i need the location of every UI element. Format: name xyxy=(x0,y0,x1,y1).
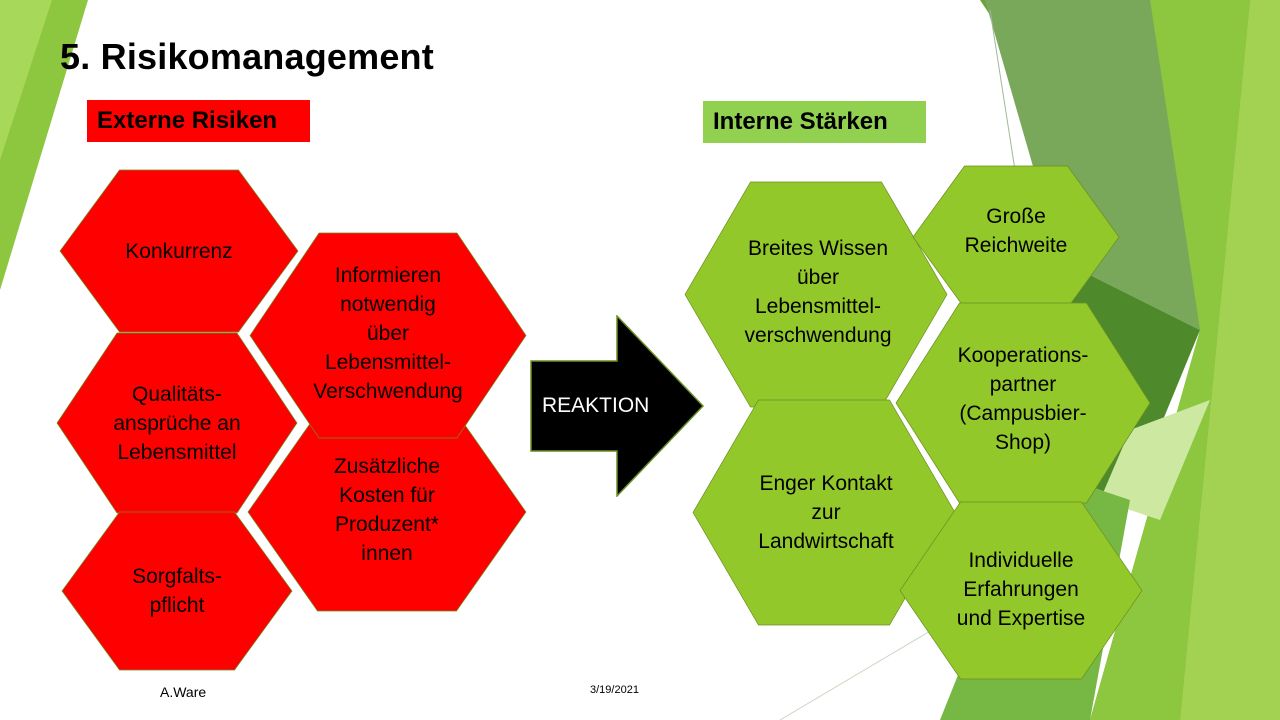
external-risks-heading: Externe Risiken xyxy=(87,100,310,142)
risk-hex-kosten: Zusätzliche Kosten für Produzent* innen xyxy=(248,413,526,611)
risk-label: Konkurrenz xyxy=(125,239,233,263)
risk-hex-sorgfalt: Sorgfalts- pflicht xyxy=(62,512,292,670)
strength-label: Kooperations- partner (Campusbier- Shop) xyxy=(957,344,1089,454)
reaction-arrow: REAKTION xyxy=(530,315,705,497)
risk-hex-qualitaet: Qualitäts- ansprüche an Lebensmittel xyxy=(57,333,297,513)
strength-label: Breites Wissen über Lebensmittel- versch… xyxy=(744,236,892,347)
slide-title: 5. Risikomanagement xyxy=(60,36,434,77)
strength-hex-wissen: Breites Wissen über Lebensmittel- versch… xyxy=(685,182,947,407)
risk-label: Informieren notwendig über Lebensmittel-… xyxy=(313,264,463,403)
strength-hex-reichweite: Große Reichweite xyxy=(913,166,1119,308)
strength-label: Große Reichweite xyxy=(964,205,1068,257)
reaction-label: REAKTION xyxy=(542,394,650,417)
risk-label: Sorgfalts- pflicht xyxy=(132,565,222,617)
strength-hex-landwirtschaft: Enger Kontakt zur Landwirtschaft xyxy=(693,400,955,625)
risk-label: Zusätzliche Kosten für Produzent* innen xyxy=(333,455,441,565)
strength-label: Individuelle Erfahrungen und Expertise xyxy=(956,549,1086,630)
risk-hex-konkurrenz: Konkurrenz xyxy=(60,170,298,332)
strength-hex-kooperation: Kooperations- partner (Campusbier- Shop) xyxy=(896,303,1150,503)
internal-strengths-heading: Interne Stärken xyxy=(703,101,926,143)
footer-date: 3/19/2021 xyxy=(590,684,639,696)
footer-author: A.Ware xyxy=(160,684,207,700)
risk-label: Qualitäts- ansprüche an Lebensmittel xyxy=(113,382,241,464)
strength-label: Enger Kontakt zur Landwirtschaft xyxy=(758,472,894,553)
risk-hex-informieren: Informieren notwendig über Lebensmittel-… xyxy=(250,233,526,438)
strength-hex-erfahrungen: Individuelle Erfahrungen und Expertise xyxy=(900,502,1142,679)
